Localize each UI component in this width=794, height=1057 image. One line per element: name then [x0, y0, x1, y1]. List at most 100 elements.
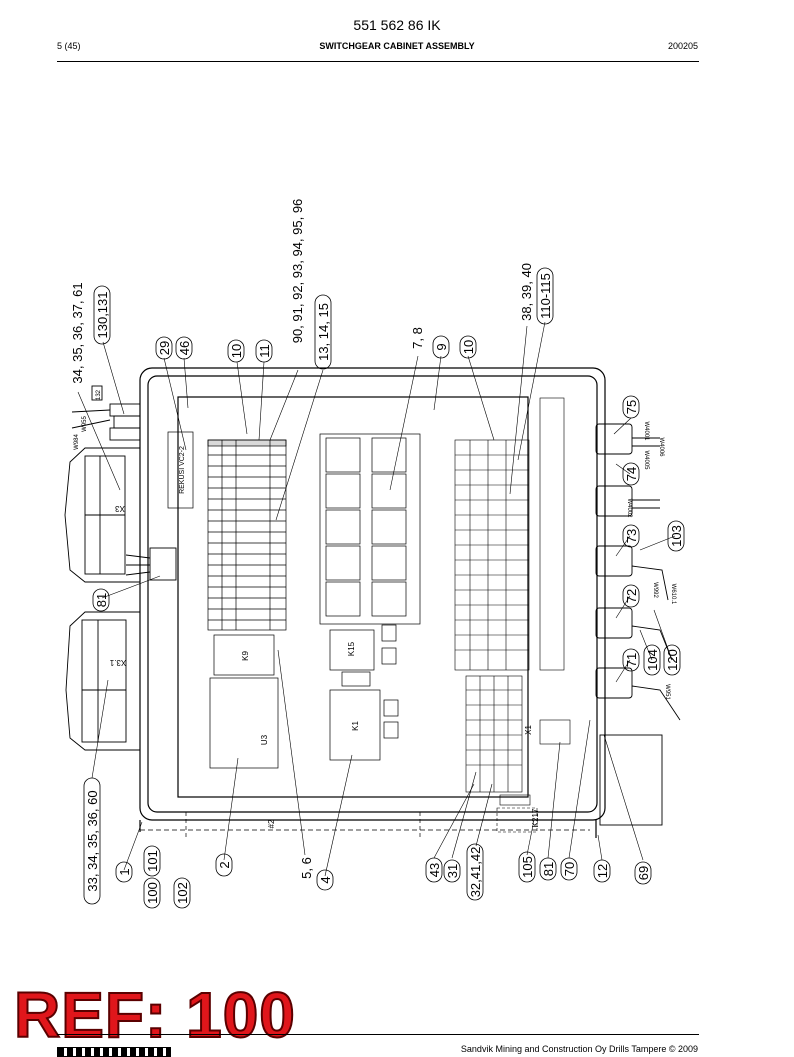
- callout-text: 72: [624, 589, 639, 603]
- callout-text: 102: [175, 882, 190, 904]
- callout-text: 29: [157, 341, 172, 355]
- callout-text: 81: [94, 593, 109, 607]
- label-w984: W984: [74, 434, 80, 450]
- callout-text: 10: [461, 340, 476, 354]
- callout-text: 10: [229, 344, 244, 358]
- drawing-labels: X3 X3.1 K15 K1 X1 U3 K9 #2 K217 REKUSI V…: [74, 389, 676, 828]
- callout: 73: [622, 524, 640, 548]
- callout: 101: [143, 845, 161, 877]
- callout-balloons: 34, 35, 36, 37, 61 130,131 29 46 10 11 9…: [70, 199, 685, 909]
- callout-text: 101: [145, 850, 160, 872]
- callout: 11: [255, 339, 273, 363]
- label-x3: X3: [115, 504, 125, 513]
- callout-text: 120: [665, 649, 680, 671]
- callout: 110-115: [536, 267, 554, 325]
- callout-text: 11: [257, 344, 272, 358]
- label-w951: W951: [664, 684, 670, 700]
- label-w955: W955: [82, 416, 88, 432]
- callout-text: 73: [624, 529, 639, 543]
- callout: 120: [663, 644, 681, 676]
- callout: 72: [622, 584, 640, 608]
- callout-text: 74: [624, 467, 639, 481]
- callout-text: 104: [645, 649, 660, 671]
- callout-text: 90, 91, 92, 93, 94, 95, 96: [290, 199, 305, 344]
- cabinet-enclosure: [139, 367, 606, 840]
- header-rule: [57, 61, 699, 62]
- callout: 5, 6: [299, 857, 314, 879]
- callout: 13, 14, 15: [314, 294, 332, 370]
- label-w4006: W4006: [658, 437, 664, 457]
- callout-text: 43: [427, 863, 442, 877]
- callout: 2: [215, 853, 233, 877]
- footer-copyright: Sandvik Mining and Construction Oy Drill…: [460, 1044, 698, 1054]
- label-k1: K1: [351, 721, 360, 731]
- callout-text: 110-115: [538, 273, 553, 319]
- callout: 75: [622, 395, 640, 419]
- callout: 81: [539, 857, 557, 881]
- callout-text: 9: [434, 343, 449, 350]
- callout-text: 75: [624, 400, 639, 414]
- left-connector-housings: [64, 385, 177, 751]
- callout-text: 32,41,42: [468, 847, 483, 898]
- callout: 29: [155, 336, 173, 360]
- callout: 12: [593, 859, 611, 883]
- footer-rule: [57, 1034, 699, 1035]
- callout-text: 7, 8: [410, 327, 425, 349]
- callout: 104: [643, 644, 661, 676]
- callout: 70: [560, 857, 578, 881]
- label-w4005: W4005: [643, 450, 649, 470]
- reference-stamp: REF: 100: [13, 979, 296, 1051]
- label-n2: #2: [267, 819, 276, 828]
- callout-text: 70: [562, 862, 577, 876]
- label-132: 132: [96, 389, 102, 400]
- label-k9: K9: [241, 651, 250, 661]
- callout: 81: [92, 588, 110, 612]
- leader-lines: [77, 321, 676, 877]
- callout-text: 1: [117, 868, 132, 875]
- callout: 9: [432, 335, 450, 359]
- label-x1: X1: [524, 725, 533, 735]
- page-title: SWITCHGEAR CABINET ASSEMBLY: [319, 41, 475, 51]
- callout: 34, 35, 36, 37, 61: [70, 282, 85, 383]
- label-w610: W610.1: [670, 584, 676, 605]
- callout: 46: [175, 336, 193, 360]
- label-w4002: W4002: [626, 498, 632, 518]
- label-rekusi: REKUSI VC2-2: [179, 446, 186, 494]
- callout: 74: [622, 462, 640, 486]
- callout: 100: [143, 877, 161, 909]
- callout: 130,131: [93, 285, 111, 345]
- label-k15: K15: [347, 641, 356, 656]
- callout-text: 2: [217, 861, 232, 868]
- page-number: 5 (45): [57, 41, 81, 51]
- callout-text: 4: [318, 876, 333, 883]
- callout-text: 81: [541, 862, 556, 876]
- right-cable-glands: [595, 423, 681, 826]
- callout-text: 31: [445, 864, 460, 878]
- callout-text: 13, 14, 15: [316, 303, 331, 361]
- callout: 38, 39, 40: [519, 263, 534, 321]
- callout-text: 46: [177, 341, 192, 355]
- terminal-strips: [454, 397, 571, 833]
- callout: 102: [173, 877, 191, 909]
- relay-block: [319, 433, 421, 761]
- callout-text: 12: [595, 864, 610, 878]
- callout-text: 103: [669, 525, 684, 547]
- document-number: 551 562 86 IK: [353, 17, 441, 33]
- label-w992: W992: [652, 582, 658, 598]
- callout-text: 130,131: [95, 292, 110, 339]
- breaker-rail: [167, 431, 287, 769]
- callout: 7, 8: [410, 327, 425, 349]
- callout: 32,41,42: [466, 843, 484, 901]
- label-x31: X3.1: [109, 658, 126, 667]
- callout: 71: [622, 648, 640, 672]
- callout-text: 71: [624, 653, 639, 667]
- callout: 4: [316, 869, 334, 891]
- callout: 105: [518, 851, 536, 883]
- callout: 31: [443, 859, 461, 883]
- callout-text: 100: [145, 882, 160, 904]
- callout-text: 38, 39, 40: [519, 263, 534, 321]
- callout-text: 34, 35, 36, 37, 61: [70, 282, 85, 383]
- callout: 33, 34, 35, 36, 60: [83, 777, 101, 905]
- label-u3: U3: [260, 734, 269, 745]
